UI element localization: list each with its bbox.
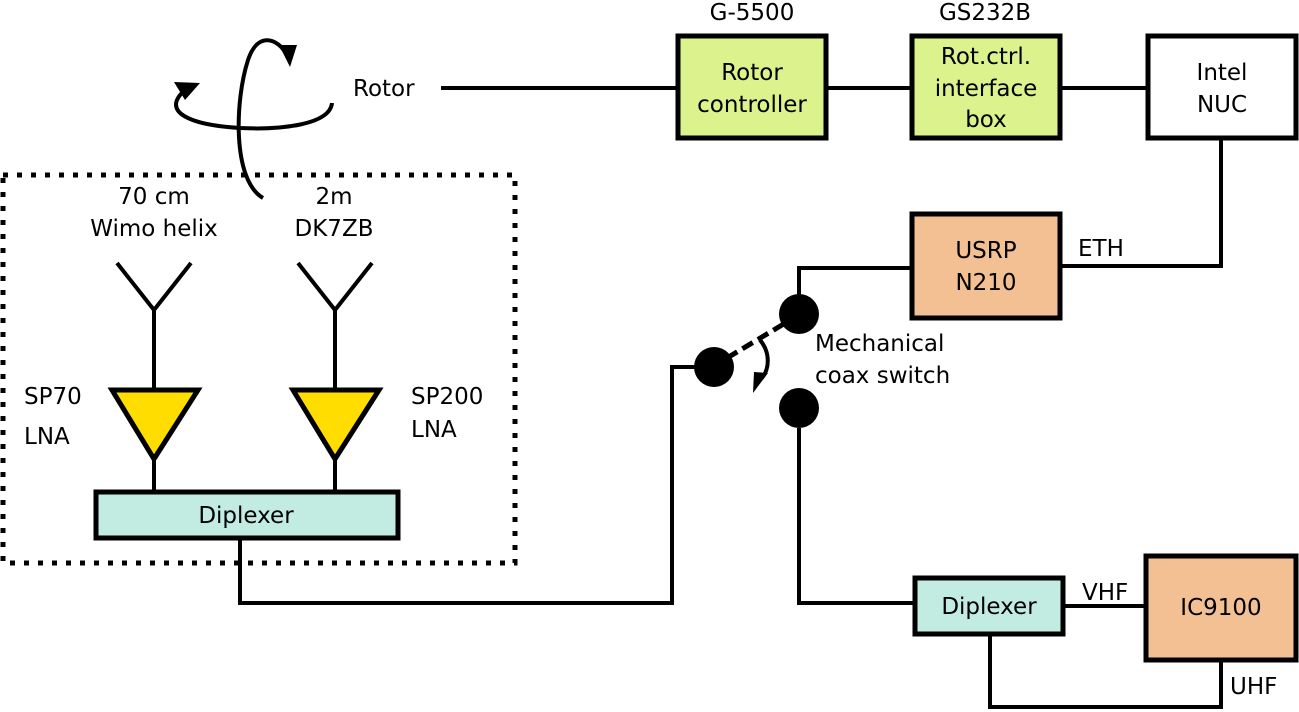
mast-diplexer-box: Diplexer [93, 489, 401, 541]
station-diplexer-rect [912, 575, 1066, 637]
computer-line2: NUC [1197, 92, 1247, 118]
sdr-line1: USRP [955, 238, 1016, 264]
lna-sp200-line2: LNA [411, 417, 457, 443]
interface-box-rect [909, 33, 1063, 141]
transceiver-box: IC9100 [1143, 553, 1299, 663]
mast-enclosure [0, 172, 518, 566]
rotor-controller-rect [675, 33, 829, 141]
transceiver-label: IC9100 [1180, 595, 1261, 621]
computer-line1: Intel [1197, 60, 1248, 86]
switch-lever [725, 319, 789, 361]
interface-box: Rot.ctrl. interface box [909, 33, 1063, 141]
computer-box: Intel NUC [1145, 33, 1299, 141]
switch-arrow-head [753, 372, 768, 393]
station-diplexer-box: Diplexer [912, 575, 1066, 637]
switch-to-diplexer-cable [797, 428, 915, 605]
mast-diplexer-rect [93, 489, 401, 541]
lna-triangle-icon [288, 387, 384, 464]
computer-rect [1145, 33, 1299, 141]
interface-box-line1: Rot.ctrl. [941, 44, 1031, 70]
eth-label: ETH [1078, 236, 1124, 262]
uhf-label: UHF [1230, 674, 1277, 700]
interface-box-line3: box [965, 107, 1007, 133]
mast-diplexer-label: Diplexer [198, 503, 294, 529]
switch-contact-transceiver [779, 388, 819, 428]
lna-triangle-icon [107, 387, 203, 464]
interface-box-line2: interface [935, 76, 1038, 102]
sdr-rect [909, 211, 1063, 321]
lna-sp70-line1: SP70 [24, 384, 82, 410]
transceiver-rect [1143, 553, 1299, 663]
rotation-icon [174, 38, 334, 200]
rotor-label: Rotor [353, 76, 415, 102]
rotor-controller-box: Rotor controller [675, 33, 829, 141]
rotor-controller-line2: controller [697, 92, 807, 118]
antenna-icon [115, 261, 193, 388]
antenna-2m: 2m DK7ZB SP200 LNA [288, 184, 483, 492]
interface-box-model: GS232B [939, 0, 1031, 26]
vhf-label: VHF [1082, 580, 1128, 606]
antenna-2m-line1: 2m [315, 184, 352, 210]
switch-contact-sdr [779, 294, 819, 334]
lna-sp70-line2: LNA [24, 424, 70, 450]
antenna-70cm: 70 cm Wimo helix SP70 LNA [24, 184, 218, 492]
switch-label-line1: Mechanical [815, 331, 944, 357]
lna-sp200-line1: SP200 [411, 384, 483, 410]
feedline-cable [238, 365, 695, 605]
antenna-70cm-line2: Wimo helix [90, 216, 218, 242]
antenna-icon [296, 261, 374, 388]
uhf-cable [988, 634, 1223, 709]
rotor-controller-line1: Rotor [721, 60, 783, 86]
rotor-controller-model: G-5500 [710, 0, 795, 26]
switch-label-line2: coax switch [815, 363, 950, 389]
sdr-box: USRP N210 [909, 211, 1063, 321]
station-diplexer-label: Diplexer [941, 594, 1037, 620]
eth-cable [1060, 138, 1223, 268]
switch-direction-arrow [758, 338, 770, 380]
sdr-line2: N210 [955, 270, 1016, 296]
switch-common-contact [694, 347, 734, 387]
antenna-70cm-line1: 70 cm [118, 184, 190, 210]
antenna-2m-line2: DK7ZB [295, 216, 374, 242]
